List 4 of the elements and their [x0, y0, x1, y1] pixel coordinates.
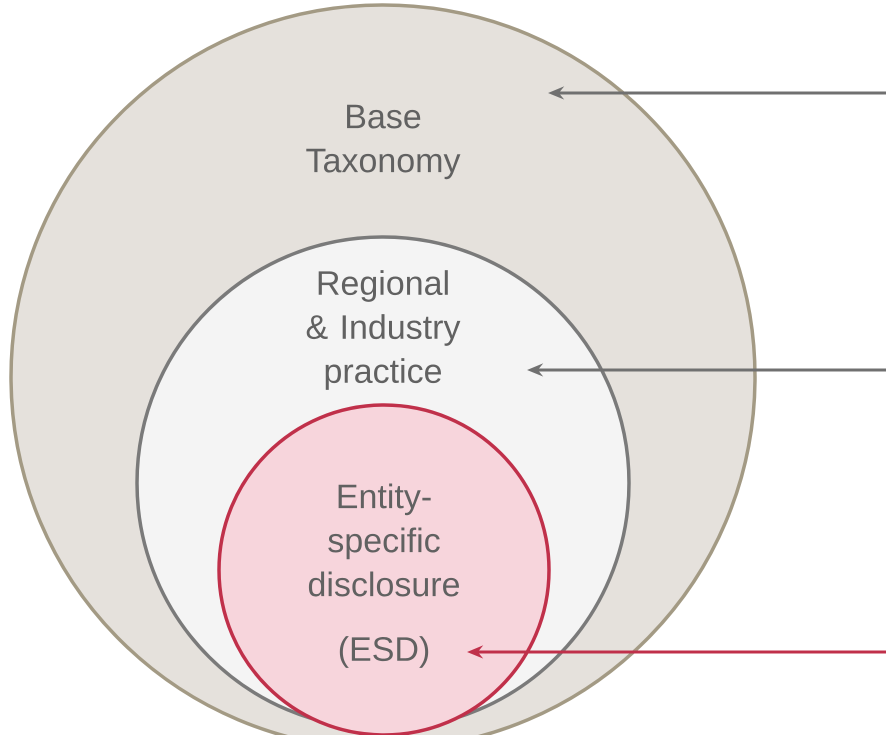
circle-label: (ESD): [340, 636, 428, 668]
circle-label: Entity-specific disclosure: [308, 484, 459, 596]
circle-label: Regional & Industry practice: [306, 270, 460, 390]
circle-label: Base Taxonomy: [306, 104, 460, 180]
